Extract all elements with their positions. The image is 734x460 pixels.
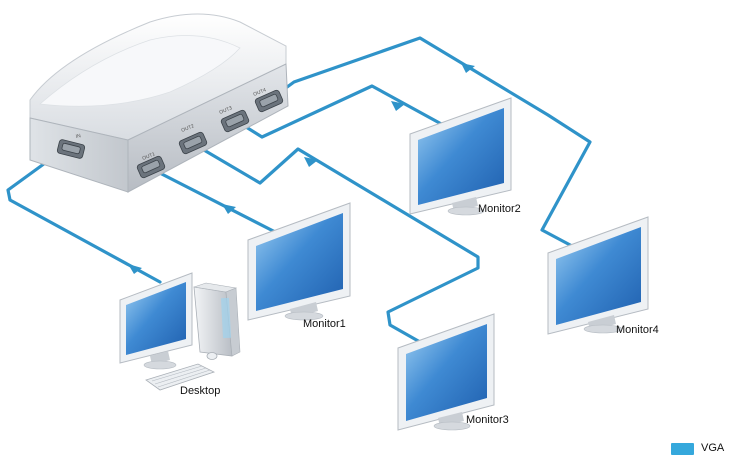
- connector-out1: [136, 155, 166, 179]
- vga-connectors: [56, 89, 284, 179]
- monitor2: [409, 97, 512, 216]
- cables: [6, 36, 592, 344]
- arrow-monitor1: [222, 204, 236, 214]
- cable-out2-to-monitor3: [190, 141, 480, 344]
- cable-out3-to-monitor2: [236, 84, 447, 139]
- mouse: [206, 352, 218, 360]
- port-label-out3: OUT3: [219, 105, 234, 116]
- legend-vga-label: VGA: [701, 442, 725, 454]
- desktop-computer: [119, 272, 241, 391]
- label-monitor2: Monitor2: [478, 203, 521, 215]
- label-monitor1: Monitor1: [303, 318, 346, 330]
- port-label-out4: OUT4: [253, 87, 268, 98]
- arrow-monitor2: [391, 101, 405, 111]
- port-label-out1: OUT1: [142, 151, 157, 162]
- arrow-monitor4: [461, 63, 475, 73]
- connector-out2: [178, 131, 208, 155]
- connector-out3: [220, 109, 250, 133]
- monitor3: [397, 313, 495, 431]
- cable-out1-to-monitor1: [148, 166, 287, 239]
- label-desktop: Desktop: [180, 385, 221, 397]
- port-label-out2: OUT2: [181, 123, 196, 134]
- monitor4: [547, 216, 649, 335]
- cable-arrows: [128, 63, 475, 274]
- connector-out4: [254, 89, 284, 113]
- cable-out4-to-monitor4: [266, 36, 592, 248]
- label-monitor4: Monitor4: [616, 324, 659, 336]
- legend-vga-swatch: [671, 443, 694, 455]
- arrow-monitor3: [304, 157, 318, 167]
- monitor1: [247, 202, 351, 321]
- label-monitor3: Monitor3: [466, 414, 509, 426]
- keyboard: [145, 363, 216, 391]
- arrow-desktop: [128, 264, 142, 274]
- port-label-in: IN: [75, 133, 81, 140]
- connector-in: [56, 139, 86, 159]
